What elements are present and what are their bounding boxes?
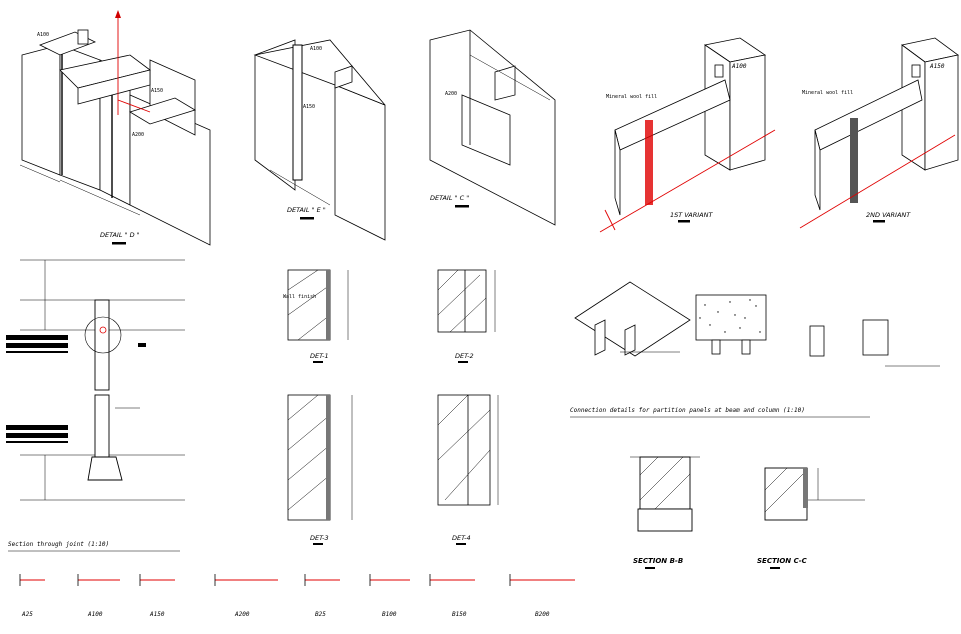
- sections-bb-cc: SECTION B-B SECTION C-C: [630, 456, 865, 569]
- profile-a25: A25: [19, 574, 45, 618]
- detail-e-label-a: A100: [310, 46, 322, 52]
- detail-d-label-b: A150: [151, 88, 163, 94]
- detail-d-label-c: A200: [132, 132, 144, 138]
- profile-b100: B100: [369, 574, 410, 618]
- profile-label-b200: B200: [535, 611, 550, 618]
- profile-a200: A200: [214, 574, 278, 618]
- variant-1-title: 1ST VARIANT: [670, 211, 713, 219]
- detail-c-title: DETAIL " C ": [430, 194, 469, 202]
- profile-label-b100: B100: [382, 611, 397, 618]
- profile-a150: A150: [139, 574, 175, 618]
- profile-label-b25: B25: [315, 611, 326, 618]
- profile-b25: B25: [304, 574, 340, 618]
- detail-d-isometric: A100 A150 A200 DETAIL " D ": [19, 10, 211, 246]
- variant-2-note: Mineral wool fill: [802, 90, 853, 96]
- variant-1-isometric: Mineral wool fill A100 1ST VARIANT: [599, 37, 776, 233]
- variant-1-tag: A100: [731, 63, 747, 70]
- variant-2-title: 2ND VARIANT: [866, 211, 911, 219]
- profile-label-a200: A200: [234, 611, 250, 618]
- det-4-title: DET-4: [452, 534, 471, 542]
- section-c-title: SECTION C-C: [757, 557, 808, 565]
- left-caption: Section through joint (1:10): [8, 541, 109, 548]
- detail-c-isometric: A200 DETAIL " C ": [429, 29, 556, 226]
- connection-sketches: Connection details for partition panels …: [570, 281, 940, 418]
- middle-caption: Connection details for partition panels …: [570, 407, 805, 414]
- profile-label-a150: A150: [149, 611, 165, 618]
- profile-strip: A25 A100 A150 A200 B25 B100: [19, 574, 575, 618]
- variant-2-isometric: Mineral wool fill A150 2ND VARIANT: [799, 37, 959, 229]
- profile-a100: A100: [77, 574, 120, 618]
- variant-1-note: Mineral wool fill: [606, 94, 657, 100]
- profile-label-a25: A25: [21, 611, 33, 618]
- det-1-note: Wall finish: [283, 294, 316, 300]
- detail-e-isometric: A100 A150 DETAIL " E ": [253, 39, 386, 241]
- profile-label-a100: A100: [87, 611, 103, 618]
- det-2-title: DET-2: [455, 352, 474, 360]
- section-b-title: SECTION B-B: [633, 557, 683, 565]
- profile-label-b150: B150: [452, 611, 467, 618]
- detail-d-label-a: A100: [37, 32, 49, 38]
- det-3-title: DET-3: [310, 534, 329, 542]
- detail-d-title: DETAIL " D ": [100, 231, 140, 239]
- left-column-section: Section through joint (1:10): [6, 259, 185, 552]
- profile-b150: B150: [429, 574, 475, 618]
- det-1-title: DET-1: [310, 352, 329, 360]
- detail-e-title: DETAIL " E ": [287, 206, 326, 214]
- variant-2-tag: A150: [929, 63, 945, 70]
- profile-b200: B200: [509, 574, 575, 618]
- detail-e-label-b: A150: [303, 104, 315, 110]
- detail-c-label-a: A200: [445, 91, 457, 97]
- plan-details: Wall finish DET-1 DET-2 DET-3 DET-4: [283, 269, 499, 545]
